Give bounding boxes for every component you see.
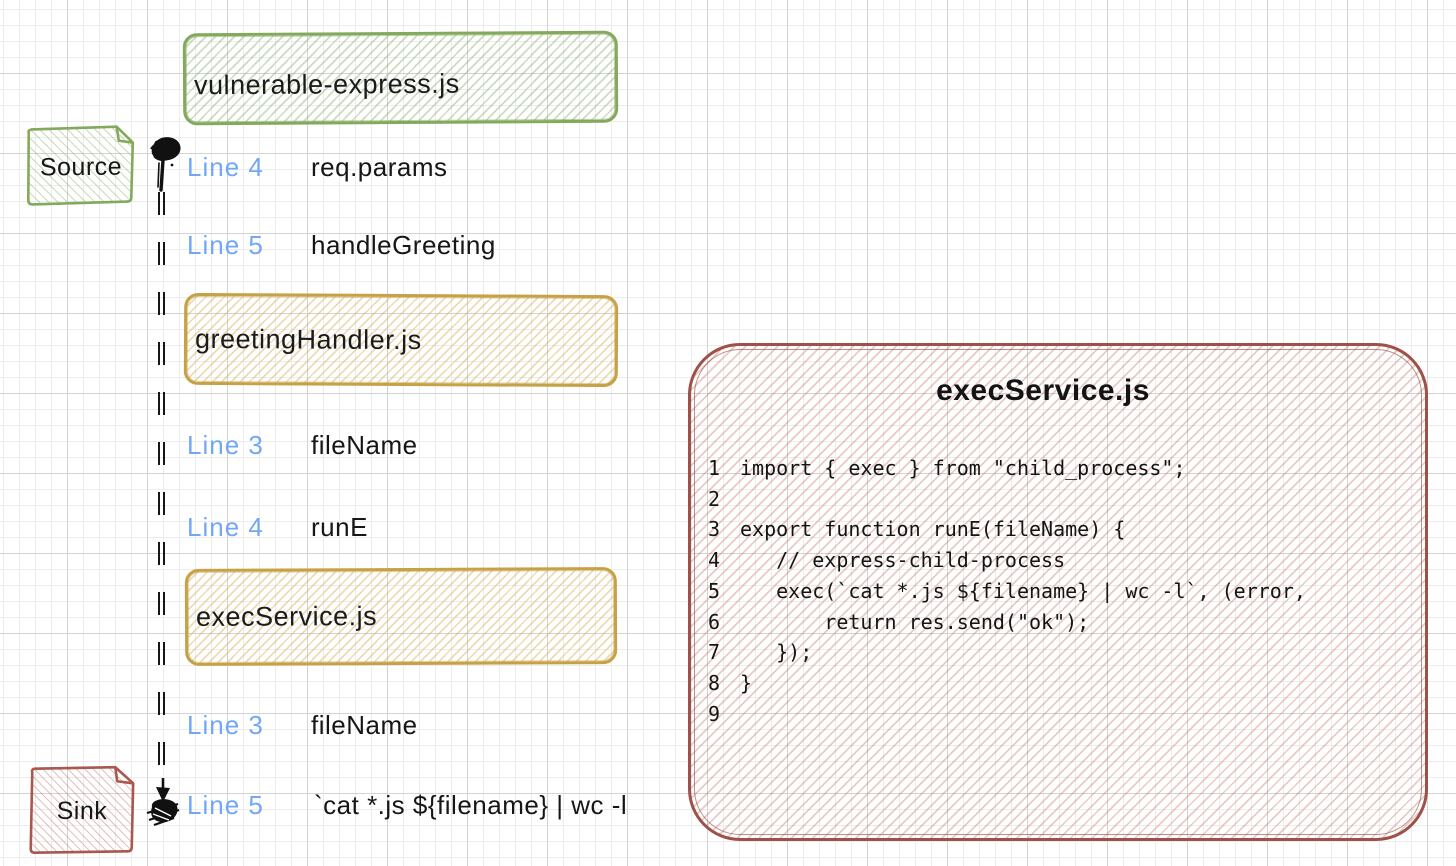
trace-row: Line 3 fileName — [0, 430, 700, 462]
code-line-number: 1 — [708, 456, 721, 480]
trace-row: Line 4 runE — [0, 512, 700, 544]
file-bar-label: execService.js — [195, 601, 378, 632]
trace-value: handleGreeting — [311, 230, 496, 260]
source-note: Source — [23, 121, 140, 208]
file-bar-greeting-handler: greetingHandler.js — [183, 292, 619, 388]
trace-row: Line 3 fileName — [0, 710, 700, 742]
pin-top-icon — [150, 137, 181, 192]
trace-value: fileName — [311, 430, 418, 460]
code-line: 1 import { exec } from "child_process"; — [708, 453, 1418, 484]
code-line: 2 — [708, 484, 1418, 515]
pin-bottom-icon — [146, 778, 180, 827]
line-number-label: Line 4 — [187, 512, 264, 542]
trace-row: Line 5 handleGreeting — [0, 230, 700, 262]
sink-note: Sink — [25, 761, 140, 858]
code-line: 7 }); — [708, 637, 1418, 668]
code-line: 9 — [708, 699, 1418, 730]
trace-value: req.params — [311, 152, 448, 182]
sink-note-shape — [29, 765, 135, 854]
line-number-label: Line 3 — [187, 710, 264, 740]
code-line: 4 // express-child-process — [708, 545, 1418, 576]
code-panel: execService.js 1 import { exec } from "ch… — [688, 343, 1428, 841]
line-number-label: Line 4 — [187, 152, 264, 182]
file-bar-label: greetingHandler.js — [194, 323, 422, 355]
code-line: 8} — [708, 668, 1418, 699]
line-number-label: Line 3 — [187, 430, 264, 460]
code-line-text: export function runE(fileName) { — [740, 517, 1126, 542]
trace-connector-line — [158, 192, 165, 792]
code-line-number: 5 — [708, 578, 721, 603]
code-panel-title: execService.js — [936, 374, 1150, 407]
code-line-number: 2 — [708, 486, 721, 511]
code-line-text: return res.send("ok"); — [740, 609, 1090, 634]
code-line-number: 4 — [708, 548, 721, 573]
code-line-number: 8 — [708, 670, 721, 695]
code-line: 3 export function runE(fileName) { — [708, 514, 1418, 545]
trace-value: fileName — [311, 710, 418, 740]
trace-value: `cat *.js ${filename} | wc -l — [314, 790, 628, 820]
file-bar-vulnerable-express: vulnerable-express.js — [182, 30, 619, 126]
code-line-number: 3 — [708, 517, 721, 542]
code-line-text: exec(`cat *.js ${filename} | wc -l`, (er… — [740, 578, 1306, 603]
trace-row: Line 4 req.params — [0, 152, 700, 184]
trace-row: Line 5 `cat *.js ${filename} | wc -l — [0, 790, 700, 822]
code-line-text: import { exec } from "child_process"; — [740, 456, 1186, 480]
line-number-label: Line 5 — [187, 790, 264, 820]
source-note-shape — [27, 125, 135, 206]
code-line-number: 9 — [708, 701, 721, 726]
trace-value: runE — [311, 512, 368, 542]
code-area: 1 import { exec } from "child_process"; 2… — [708, 453, 1418, 729]
code-line-number: 7 — [708, 640, 721, 665]
code-line-number: 6 — [708, 609, 721, 634]
code-line-text: // express-child-process — [740, 548, 1066, 573]
line-number-label: Line 5 — [187, 230, 264, 260]
file-bar-exec-service: execService.js — [184, 567, 618, 666]
code-line: 5 exec(`cat *.js ${filename} | wc -l`, (… — [708, 576, 1418, 607]
code-line: 6 return res.send("ok"); — [708, 607, 1418, 638]
file-bar-label: vulnerable-express.js — [193, 68, 460, 100]
code-line-text: }); — [740, 640, 813, 665]
code-line-text: } — [740, 670, 753, 695]
